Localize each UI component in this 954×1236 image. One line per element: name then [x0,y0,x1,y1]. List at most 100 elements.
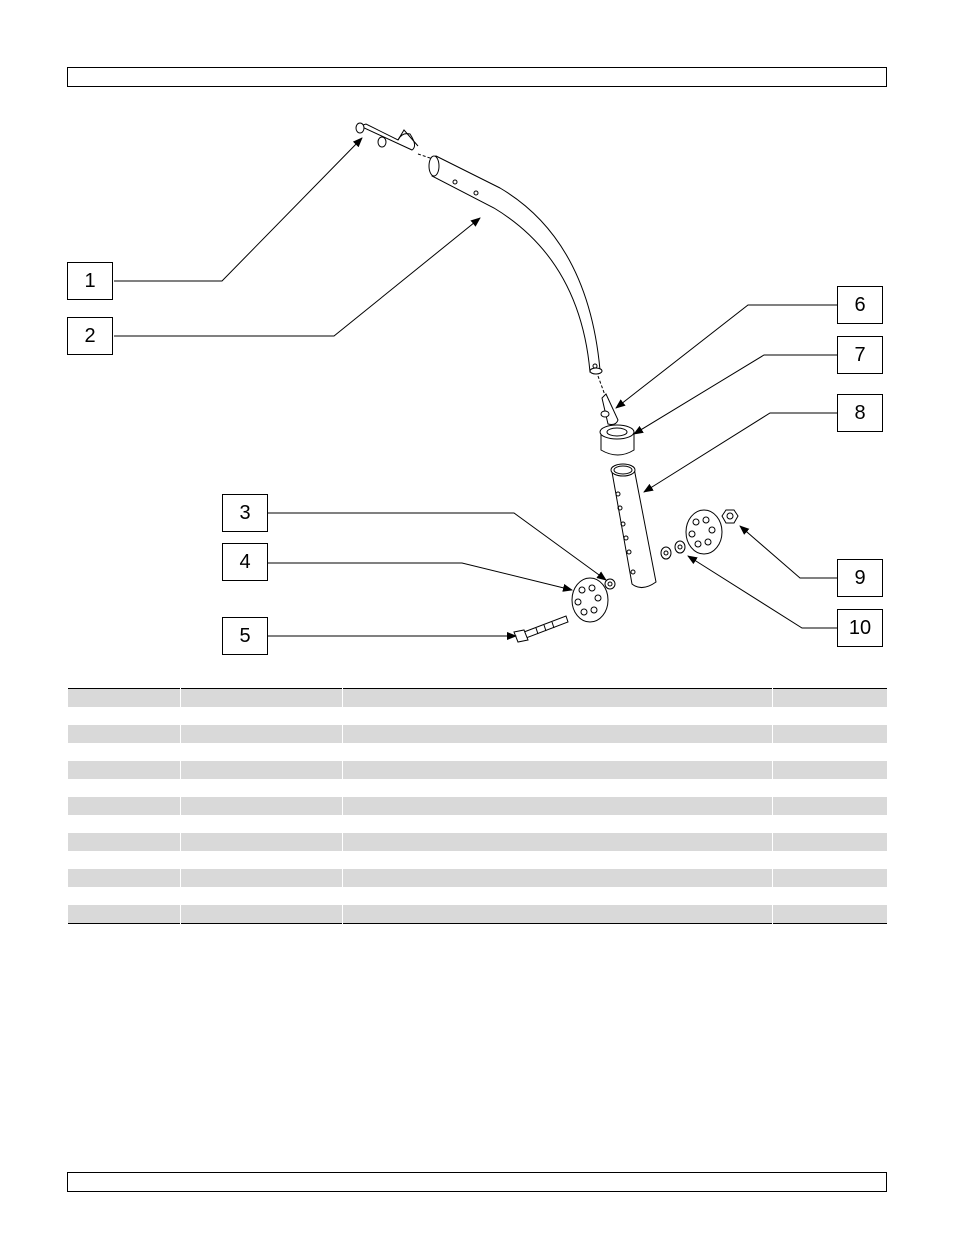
table-cell [342,851,773,869]
leader-7 [633,354,838,435]
table-row [67,743,888,761]
table-cell [67,779,181,797]
table-cell [180,815,343,833]
table-cell [67,905,181,924]
table-cell [772,905,888,924]
table-cell [342,905,773,924]
table-row [67,779,888,797]
table-row [67,761,888,779]
table-row [67,725,888,743]
table-row [67,815,888,833]
callout-9-label: 9 [854,566,866,589]
leader-2 [114,217,481,337]
table-cell [67,743,181,761]
table-cell [342,833,773,851]
callout-8: 8 [837,394,883,432]
part-6-pin [600,393,619,425]
table-cell [342,707,773,725]
table-cell [772,779,888,797]
table-cell [67,815,181,833]
table-cell [772,743,888,761]
table-row [67,887,888,905]
table-cell [772,688,888,707]
table-row [67,833,888,851]
table-cell [67,869,181,887]
callout-7: 7 [837,336,883,374]
header-bar [67,67,887,87]
part-9-nut [721,509,739,524]
table-cell [180,797,343,815]
callout-8-label: 8 [854,401,866,424]
table-cell [342,743,773,761]
leader-10 [687,555,838,629]
table-cell [180,869,343,887]
table-row [67,851,888,869]
right-spacer-disk [685,509,723,555]
part-7-bushing [599,424,635,456]
table-cell [180,688,343,707]
exploded-parts-diagram [114,122,838,643]
parts-table-body [67,688,888,924]
callout-3-label: 3 [239,501,251,524]
callout-7-label: 7 [854,343,866,366]
callout-4: 4 [222,543,268,581]
table-cell [67,761,181,779]
callout-5: 5 [222,617,268,655]
leader-1 [114,137,363,282]
table-cell [180,887,343,905]
leader-4 [268,562,573,592]
table-cell [342,869,773,887]
table-cell [67,833,181,851]
table-cell [67,688,181,707]
table-cell [180,761,343,779]
table-cell [180,725,343,743]
callout-6: 6 [837,286,883,324]
table-cell [180,707,343,725]
callout-2-label: 2 [84,324,96,347]
part-8-lower-tube [610,463,657,588]
table-cell [67,851,181,869]
table-cell [180,833,343,851]
table-cell [772,761,888,779]
part-5-bolt [513,615,569,643]
table-cell [180,851,343,869]
footer-bar [67,1172,887,1192]
callout-2: 2 [67,317,113,355]
callout-10: 10 [837,609,883,647]
table-row [67,707,888,725]
table-cell [772,869,888,887]
table-cell [342,887,773,905]
table-cell [772,725,888,743]
callout-1: 1 [67,262,113,300]
table-cell [180,743,343,761]
table-cell [342,815,773,833]
table-cell [772,815,888,833]
table-cell [67,797,181,815]
table-cell [342,797,773,815]
callout-4-label: 4 [239,550,251,573]
callout-10-label: 10 [848,616,872,639]
leader-9 [739,525,838,579]
part-10-washer-b [674,540,686,554]
table-row [67,905,888,924]
table-cell [342,761,773,779]
callout-5-label: 5 [239,624,251,647]
callout-3: 3 [222,494,268,532]
table-cell [772,797,888,815]
table-cell [342,725,773,743]
table-cell [180,905,343,924]
table-cell [180,779,343,797]
part-4-disk [571,577,609,623]
parts-table [67,688,888,924]
table-row [67,869,888,887]
table-cell [342,779,773,797]
table-cell [772,851,888,869]
table-cell [67,887,181,905]
table-cell [67,725,181,743]
part-10-washer-a [660,546,672,560]
callout-9: 9 [837,559,883,597]
table-row [67,688,888,707]
callout-6-label: 6 [854,293,866,316]
table-cell [342,688,773,707]
leader-3 [268,512,607,581]
